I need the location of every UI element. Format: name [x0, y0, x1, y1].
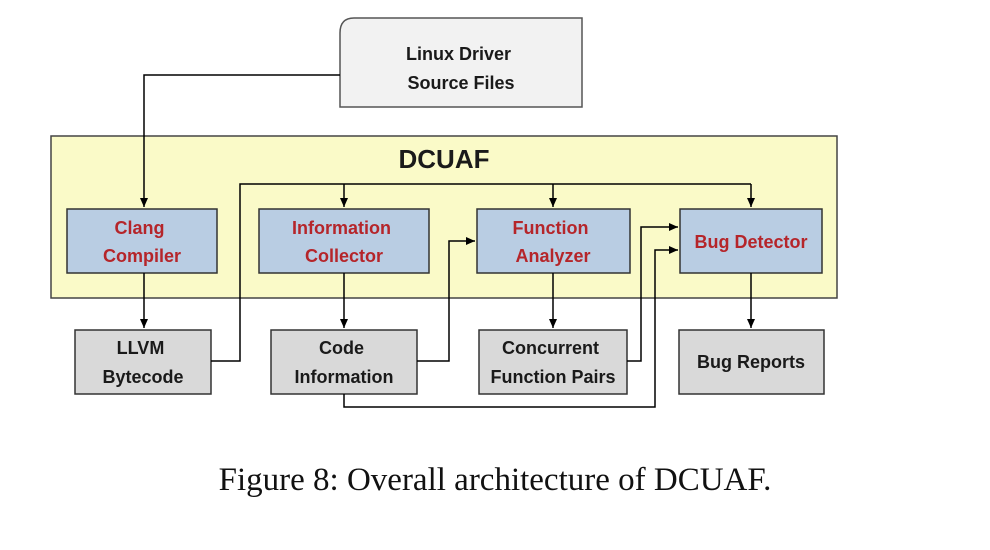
source-files-label-line1: Linux Driver [406, 44, 511, 64]
concurrent-function-pairs-label-line1: Concurrent [502, 338, 599, 358]
code-information-label-line1: Code [319, 338, 364, 358]
information-collector-label-line2: Collector [305, 246, 383, 266]
concurrent-function-pairs-output: Concurrent Function Pairs [478, 329, 628, 395]
code-information-label-line2: Information [295, 367, 394, 387]
arrow-code-info-to-detector [343, 246, 678, 408]
svg-text:Code Information: Code Information [295, 338, 394, 387]
bug-detector-module: Bug Detector [679, 208, 823, 274]
llvm-bytecode-output: LLVM Bytecode [74, 329, 212, 395]
clang-compiler-label-line2: Compiler [103, 246, 181, 266]
llvm-bytecode-label-line2: Bytecode [102, 367, 183, 387]
code-information-output: Code Information [270, 329, 418, 395]
clang-compiler-label-line1: Clang [114, 218, 164, 238]
function-analyzer-label-line2: Analyzer [515, 246, 590, 266]
bug-detector-label: Bug Detector [694, 232, 807, 252]
dcuaf-title: DCUAF [399, 144, 490, 174]
connector-llvm-to-bus [211, 183, 751, 362]
information-collector-module: Information Collector [258, 208, 430, 274]
svg-text:LLVM Bytecode: LLVM Bytecode [102, 338, 183, 387]
svg-text:Clang Compiler: Clang Compiler [103, 218, 181, 266]
information-collector-label-line1: Information [292, 218, 391, 238]
svg-text:Information Collector: Information Collector [292, 218, 396, 266]
svg-text:Function Analyzer: Function Analyzer [513, 218, 594, 266]
source-files-label-line2: Source Files [407, 73, 514, 93]
arrow-source-to-clang [140, 74, 340, 207]
svg-text:Linux Driver Source Files: Linux Driver Source Files [406, 44, 516, 93]
function-analyzer-label-line1: Function [513, 218, 589, 238]
arrow-code-info-to-analyzer [417, 237, 475, 362]
source-files-document [339, 17, 583, 108]
function-analyzer-module: Function Analyzer [476, 208, 631, 274]
svg-text:Concurrent Function Pair: Concurrent Function Pairs [490, 338, 615, 387]
bug-reports-label: Bug Reports [697, 352, 805, 372]
arrow-pairs-to-detector [627, 223, 678, 362]
bug-reports-output: Bug Reports [678, 329, 825, 395]
architecture-diagram: DCUAF Linux Driver Source Files Clang Co… [50, 17, 838, 408]
llvm-bytecode-label-line1: LLVM [117, 338, 165, 358]
figure-caption: Figure 8: Overall architecture of DCUAF. [218, 462, 772, 498]
concurrent-function-pairs-label-line2: Function Pairs [490, 367, 615, 387]
clang-compiler-module: Clang Compiler [66, 208, 218, 274]
